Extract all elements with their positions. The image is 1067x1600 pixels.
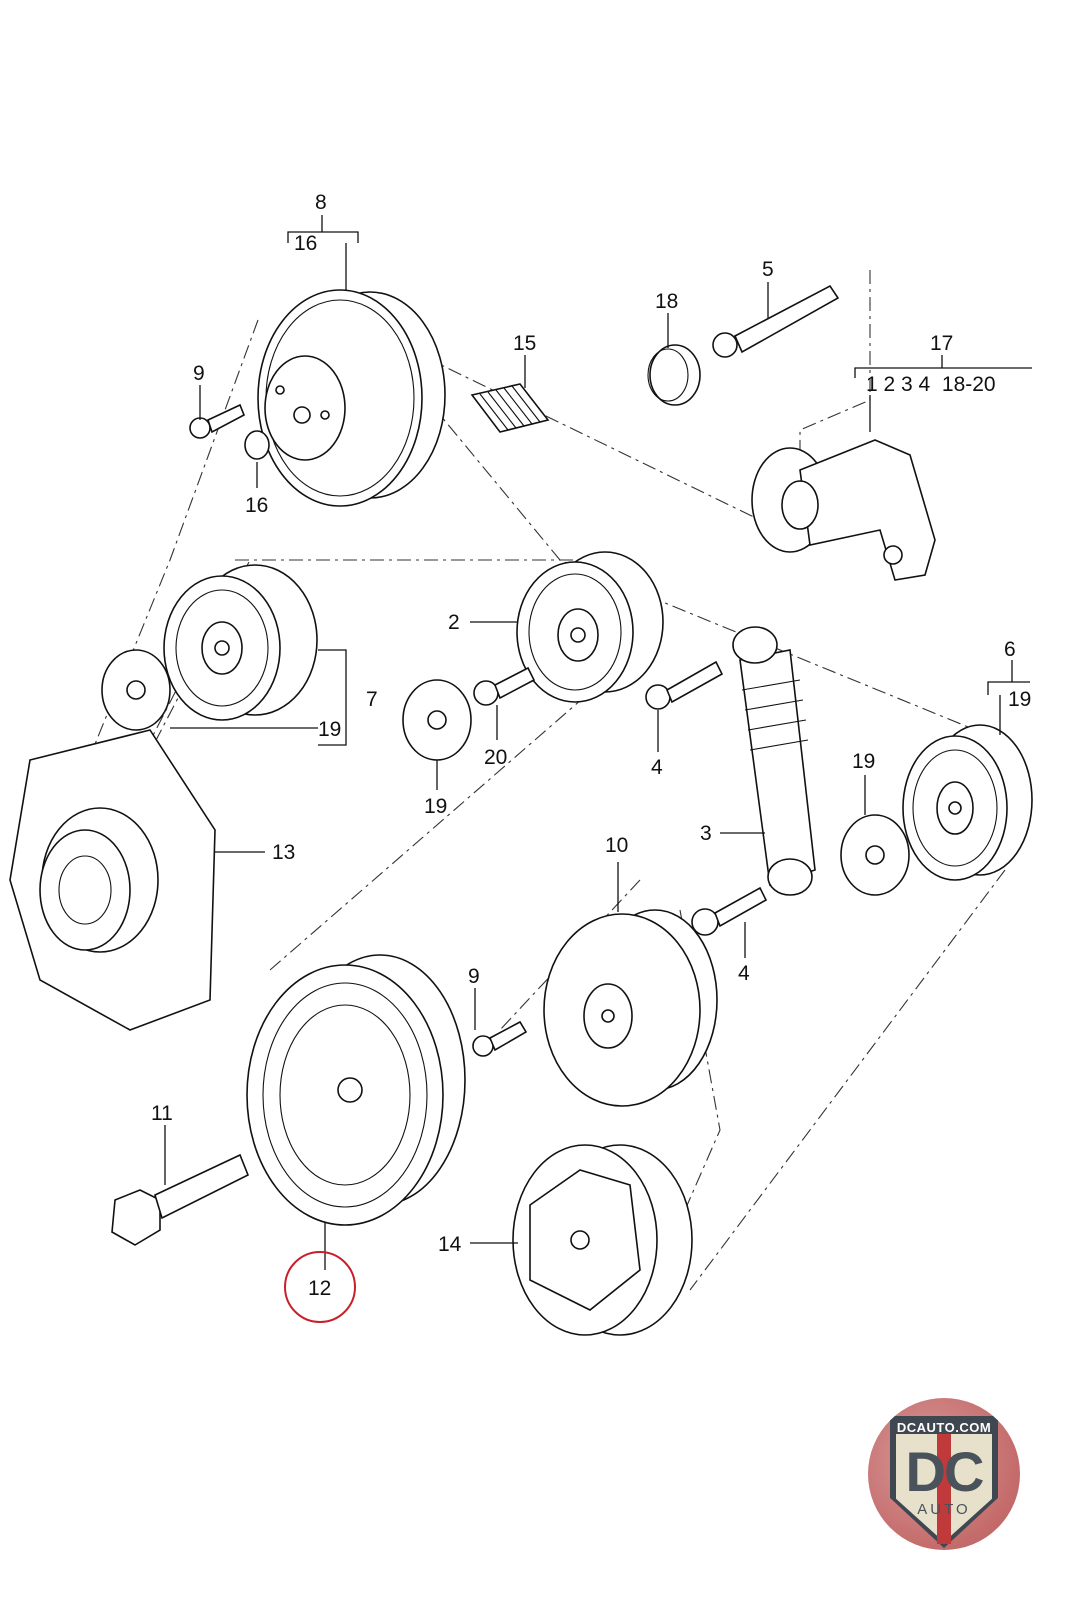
callout-13[interactable]: 13 bbox=[272, 841, 295, 864]
callout-18[interactable]: 18 bbox=[655, 290, 678, 313]
callout-9[interactable]: 9 bbox=[193, 362, 205, 385]
part-7-idler-pulley[interactable] bbox=[163, 564, 318, 721]
callout-16[interactable]: 16 bbox=[294, 232, 317, 255]
part-13-pump-hub[interactable] bbox=[9, 729, 216, 1031]
callout-3[interactable]: 3 bbox=[700, 822, 712, 845]
part-10-pulley[interactable] bbox=[543, 909, 718, 1107]
logo-mark: DC bbox=[905, 1440, 985, 1503]
part-18-cap[interactable] bbox=[647, 344, 701, 406]
part-3-damper[interactable] bbox=[732, 626, 816, 896]
part-6-idler-pulley[interactable] bbox=[902, 724, 1033, 881]
callout-15[interactable]: 15 bbox=[513, 332, 536, 355]
callout-12[interactable]: 12 bbox=[308, 1277, 331, 1300]
callout-2[interactable]: 2 bbox=[448, 611, 460, 634]
part-5-long-bolt[interactable] bbox=[712, 284, 840, 358]
callout-6[interactable]: 6 bbox=[1004, 638, 1016, 661]
part-4-bolt-upper[interactable] bbox=[645, 660, 724, 710]
part-8-pulley[interactable] bbox=[257, 289, 446, 507]
callout-19[interactable]: 19 bbox=[1008, 688, 1031, 711]
part-11-crank-bolt[interactable] bbox=[111, 1153, 250, 1246]
callout-20[interactable]: 20 bbox=[484, 746, 507, 769]
highlight-circle-12 bbox=[284, 1251, 356, 1323]
callout-10[interactable]: 10 bbox=[605, 834, 628, 857]
part-17-tensioner-bracket[interactable] bbox=[751, 439, 936, 581]
dcauto-logo: DCAUTO.COM DC AUTO bbox=[868, 1398, 1020, 1550]
callout-5[interactable]: 5 bbox=[762, 258, 774, 281]
callout-19[interactable]: 19 bbox=[852, 750, 875, 773]
callout-8[interactable]: 8 bbox=[315, 191, 327, 214]
logo-sub: AUTO bbox=[917, 1501, 971, 1518]
logo-stripe bbox=[937, 1434, 951, 1544]
part-19-cap-center[interactable] bbox=[402, 679, 472, 761]
part-16-cap[interactable] bbox=[244, 430, 270, 460]
part-4-bolt-lower[interactable] bbox=[691, 886, 768, 936]
part-14-pulley[interactable] bbox=[512, 1144, 693, 1336]
callout-16[interactable]: 16 bbox=[245, 494, 268, 517]
logo-site-text: DCAUTO.COM bbox=[896, 1420, 992, 1435]
callout-17[interactable]: 17 bbox=[930, 332, 953, 355]
part-12-crankshaft-pulley[interactable] bbox=[246, 954, 466, 1226]
callout-17-subparts[interactable]: 1 2 3 4 18-20 bbox=[866, 373, 996, 396]
part-15-belt[interactable] bbox=[470, 383, 550, 433]
callout-19[interactable]: 19 bbox=[318, 718, 341, 741]
part-19-cap-left[interactable] bbox=[101, 649, 171, 731]
callout-14[interactable]: 14 bbox=[438, 1233, 462, 1256]
part-19-cap-right[interactable] bbox=[840, 814, 910, 896]
part-9-bolt-lower[interactable] bbox=[472, 1020, 528, 1057]
callout-7[interactable]: 7 bbox=[366, 688, 378, 711]
part-2-idler-pulley[interactable] bbox=[516, 551, 664, 703]
part-20-bolt[interactable] bbox=[473, 666, 536, 706]
leader-lines bbox=[164, 215, 1032, 1270]
callout-11[interactable]: 11 bbox=[151, 1102, 173, 1125]
callout-9[interactable]: 9 bbox=[468, 965, 480, 988]
callout-19[interactable]: 19 bbox=[424, 795, 447, 818]
callout-4[interactable]: 4 bbox=[651, 756, 663, 779]
callout-4[interactable]: 4 bbox=[738, 962, 750, 985]
